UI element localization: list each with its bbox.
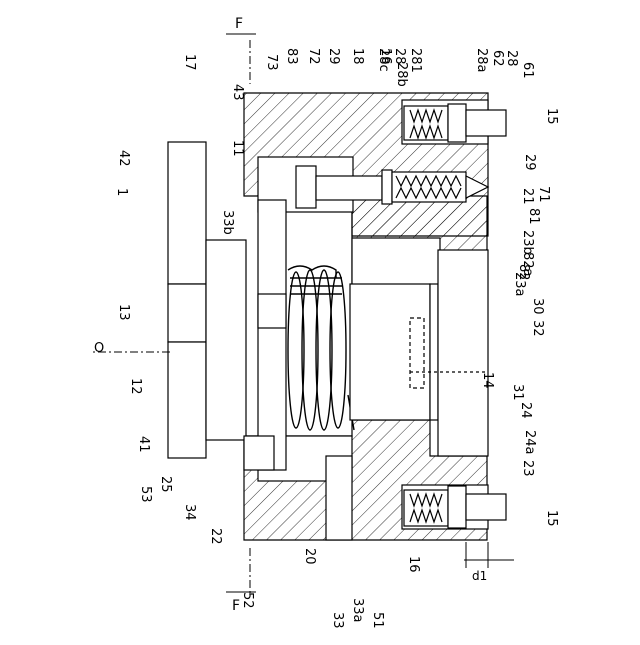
reference-label-1: 1 bbox=[114, 188, 129, 196]
reference-label-33a: 33a bbox=[350, 598, 365, 623]
reference-label-61: 61 bbox=[520, 62, 535, 79]
reference-label-71: 71 bbox=[536, 186, 551, 203]
reference-label-34: 34 bbox=[182, 504, 197, 521]
reference-label-14: 14 bbox=[480, 372, 495, 389]
reference-label-15a: 15 bbox=[544, 108, 559, 125]
reference-label-28a: 28 bbox=[504, 50, 519, 67]
reference-label-13: 13 bbox=[116, 304, 131, 321]
reference-label-281: 281 bbox=[408, 48, 423, 73]
knob bbox=[168, 142, 246, 458]
reference-label-82a: 82a bbox=[520, 252, 535, 277]
reference-label-51: 51 bbox=[370, 612, 385, 629]
reference-label-28b_s: 28b bbox=[394, 62, 409, 87]
reference-label-11: 11 bbox=[230, 140, 245, 157]
reference-label-28a_s: 28a bbox=[474, 48, 489, 73]
lever-plate bbox=[244, 200, 286, 470]
reference-label-33b: 33b bbox=[220, 210, 235, 235]
reference-label-43: 43 bbox=[230, 84, 245, 101]
reference-label-24a: 24a bbox=[522, 430, 537, 455]
knob-upper-grip bbox=[168, 142, 206, 284]
lower-bolt bbox=[404, 486, 506, 528]
upper-bolt bbox=[404, 104, 506, 142]
reference-label-25: 25 bbox=[158, 476, 173, 493]
reference-label-21: 21 bbox=[520, 188, 535, 205]
reference-label-42: 42 bbox=[116, 150, 131, 167]
reference-label-16b: 16 bbox=[406, 556, 421, 573]
reference-label-31: 31 bbox=[510, 384, 525, 401]
reference-label-72: 72 bbox=[306, 48, 321, 65]
reference-label-17: 17 bbox=[182, 54, 197, 71]
reference-label-32: 32 bbox=[530, 320, 545, 337]
reference-label-29b: 29 bbox=[522, 154, 537, 171]
knob-lower-grip bbox=[168, 342, 206, 458]
reference-label-81: 81 bbox=[526, 208, 541, 225]
reference-label-29a: 29 bbox=[326, 48, 341, 65]
reference-label-18: 18 bbox=[350, 48, 365, 65]
reference-label-62: 62 bbox=[490, 50, 505, 67]
section-mark-bottom: F bbox=[232, 598, 240, 614]
reference-label-53: 53 bbox=[138, 486, 153, 503]
coil-spring bbox=[288, 266, 354, 430]
reference-label-23: 23 bbox=[520, 460, 535, 477]
reference-label-20: 20 bbox=[302, 548, 317, 565]
reference-label-52: 52 bbox=[240, 592, 255, 609]
reference-label-28c: 28c bbox=[376, 48, 391, 72]
reference-label-30: 30 bbox=[530, 298, 545, 315]
knob-shaft bbox=[206, 240, 246, 440]
section-mark-top: F bbox=[235, 16, 243, 32]
reference-label-83: 83 bbox=[284, 48, 299, 65]
reference-label-24: 24 bbox=[518, 402, 533, 419]
reference-label-15b: 15 bbox=[544, 510, 559, 527]
reference-label-33: 33 bbox=[330, 612, 345, 629]
reference-label-12: 12 bbox=[128, 378, 143, 395]
reference-label-41: 41 bbox=[136, 436, 151, 453]
knob-center bbox=[168, 284, 206, 342]
reference-label-73: 73 bbox=[264, 54, 279, 71]
reference-label-22: 22 bbox=[208, 528, 223, 545]
axis-label: O bbox=[94, 341, 104, 356]
gap-label: d1 bbox=[472, 569, 487, 583]
